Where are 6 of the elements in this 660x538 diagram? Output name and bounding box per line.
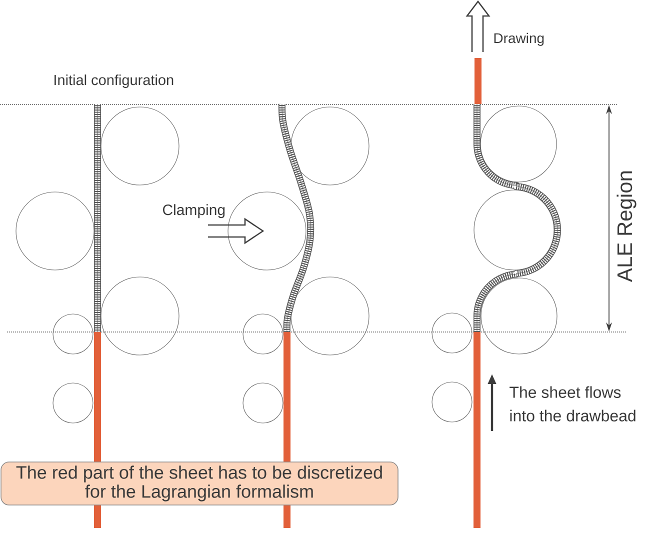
annotation-label: Initial configuration bbox=[54, 74, 174, 88]
annotation-label: Drawing bbox=[494, 32, 544, 46]
dimension-label: ALE Region bbox=[616, 171, 636, 282]
annotation-label: The sheet flows into the drawbead bbox=[510, 386, 636, 422]
callout-box: The red part of the sheet has to be discretized for the Lagrangian formalism bbox=[0, 462, 398, 506]
annotation-label: Clamping bbox=[162, 204, 225, 218]
